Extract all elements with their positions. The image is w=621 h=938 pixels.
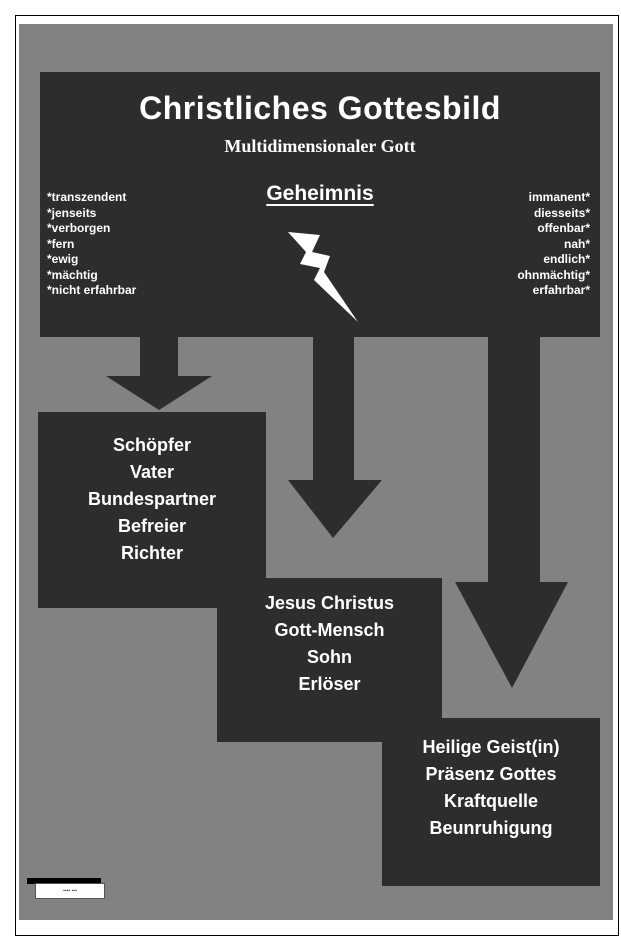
list-item: *mächtig <box>47 267 98 282</box>
attribute-line: Richter <box>120 543 183 563</box>
attribute-line: Gott-Mensch <box>274 620 385 640</box>
list-item: ohnmächtig* <box>517 267 590 282</box>
list-item: endlich* <box>543 252 590 266</box>
arrow-to-father <box>106 336 212 410</box>
spirit-attributes: Heilige Geist(in) Präsenz Gottes Kraftqu… <box>382 734 600 842</box>
immanent-list: immanent* diesseits* offenbar* nah* endl… <box>517 190 590 299</box>
diagram-subtitle: Multidimensionaler Gott <box>224 136 416 156</box>
list-item: diesseits* <box>533 205 590 220</box>
son-attributes: Jesus Christus Gott-Mensch Sohn Erlöser <box>217 590 442 698</box>
publisher-logo-icon: ▪▪▪▪ ▪▪▪ <box>27 878 107 900</box>
list-item: *verborgen <box>47 221 111 235</box>
diagram-title: Christliches Gottesbild <box>139 90 501 126</box>
father-attributes: Schöpfer Vater Bundespartner Befreier Ri… <box>38 432 266 567</box>
attribute-line: Beunruhigung <box>429 818 553 838</box>
attribute-line: Heilige Geist(in) <box>422 737 560 757</box>
attribute-line: Kraftquelle <box>443 791 539 811</box>
god-concept-box: Christliches Gottesbild Multidimensional… <box>40 72 600 337</box>
mystery-label: Geheimnis <box>266 182 374 205</box>
logo-bar <box>27 878 101 884</box>
attribute-line: Schöpfer <box>112 435 191 455</box>
son-box: Jesus Christus Gott-Mensch Sohn Erlöser <box>217 578 442 742</box>
spirit-box: Heilige Geist(in) Präsenz Gottes Kraftqu… <box>382 718 600 886</box>
attribute-line: Jesus Christus <box>264 593 395 613</box>
list-item: *jenseits <box>47 205 97 220</box>
transcendent-list: *transzendent *jenseits *verborgen *fern… <box>47 190 136 299</box>
list-item: nah* <box>563 236 590 251</box>
list-item: *nicht erfahrbar <box>47 283 137 297</box>
list-item: *transzendent <box>47 190 127 204</box>
attribute-line: Befreier <box>117 516 187 536</box>
list-item: *ewig <box>47 252 79 266</box>
attribute-line: Bundespartner <box>87 489 217 509</box>
list-item: offenbar* <box>537 221 590 235</box>
logo-label: ▪▪▪▪ ▪▪▪ <box>35 883 105 899</box>
list-item: *fern <box>47 236 75 251</box>
list-item: immanent* <box>528 190 590 204</box>
attribute-line: Sohn <box>307 647 352 667</box>
lightning-icon <box>288 232 358 322</box>
attribute-line: Präsenz Gottes <box>425 764 557 784</box>
arrow-to-spirit <box>455 336 568 688</box>
attribute-line: Erlöser <box>298 674 361 694</box>
mystery-heading: Geheimnis <box>40 182 600 206</box>
attribute-line: Vater <box>129 462 175 482</box>
father-box: Schöpfer Vater Bundespartner Befreier Ri… <box>38 412 266 608</box>
list-item: erfahrbar* <box>532 283 590 297</box>
arrow-to-son <box>288 336 382 538</box>
